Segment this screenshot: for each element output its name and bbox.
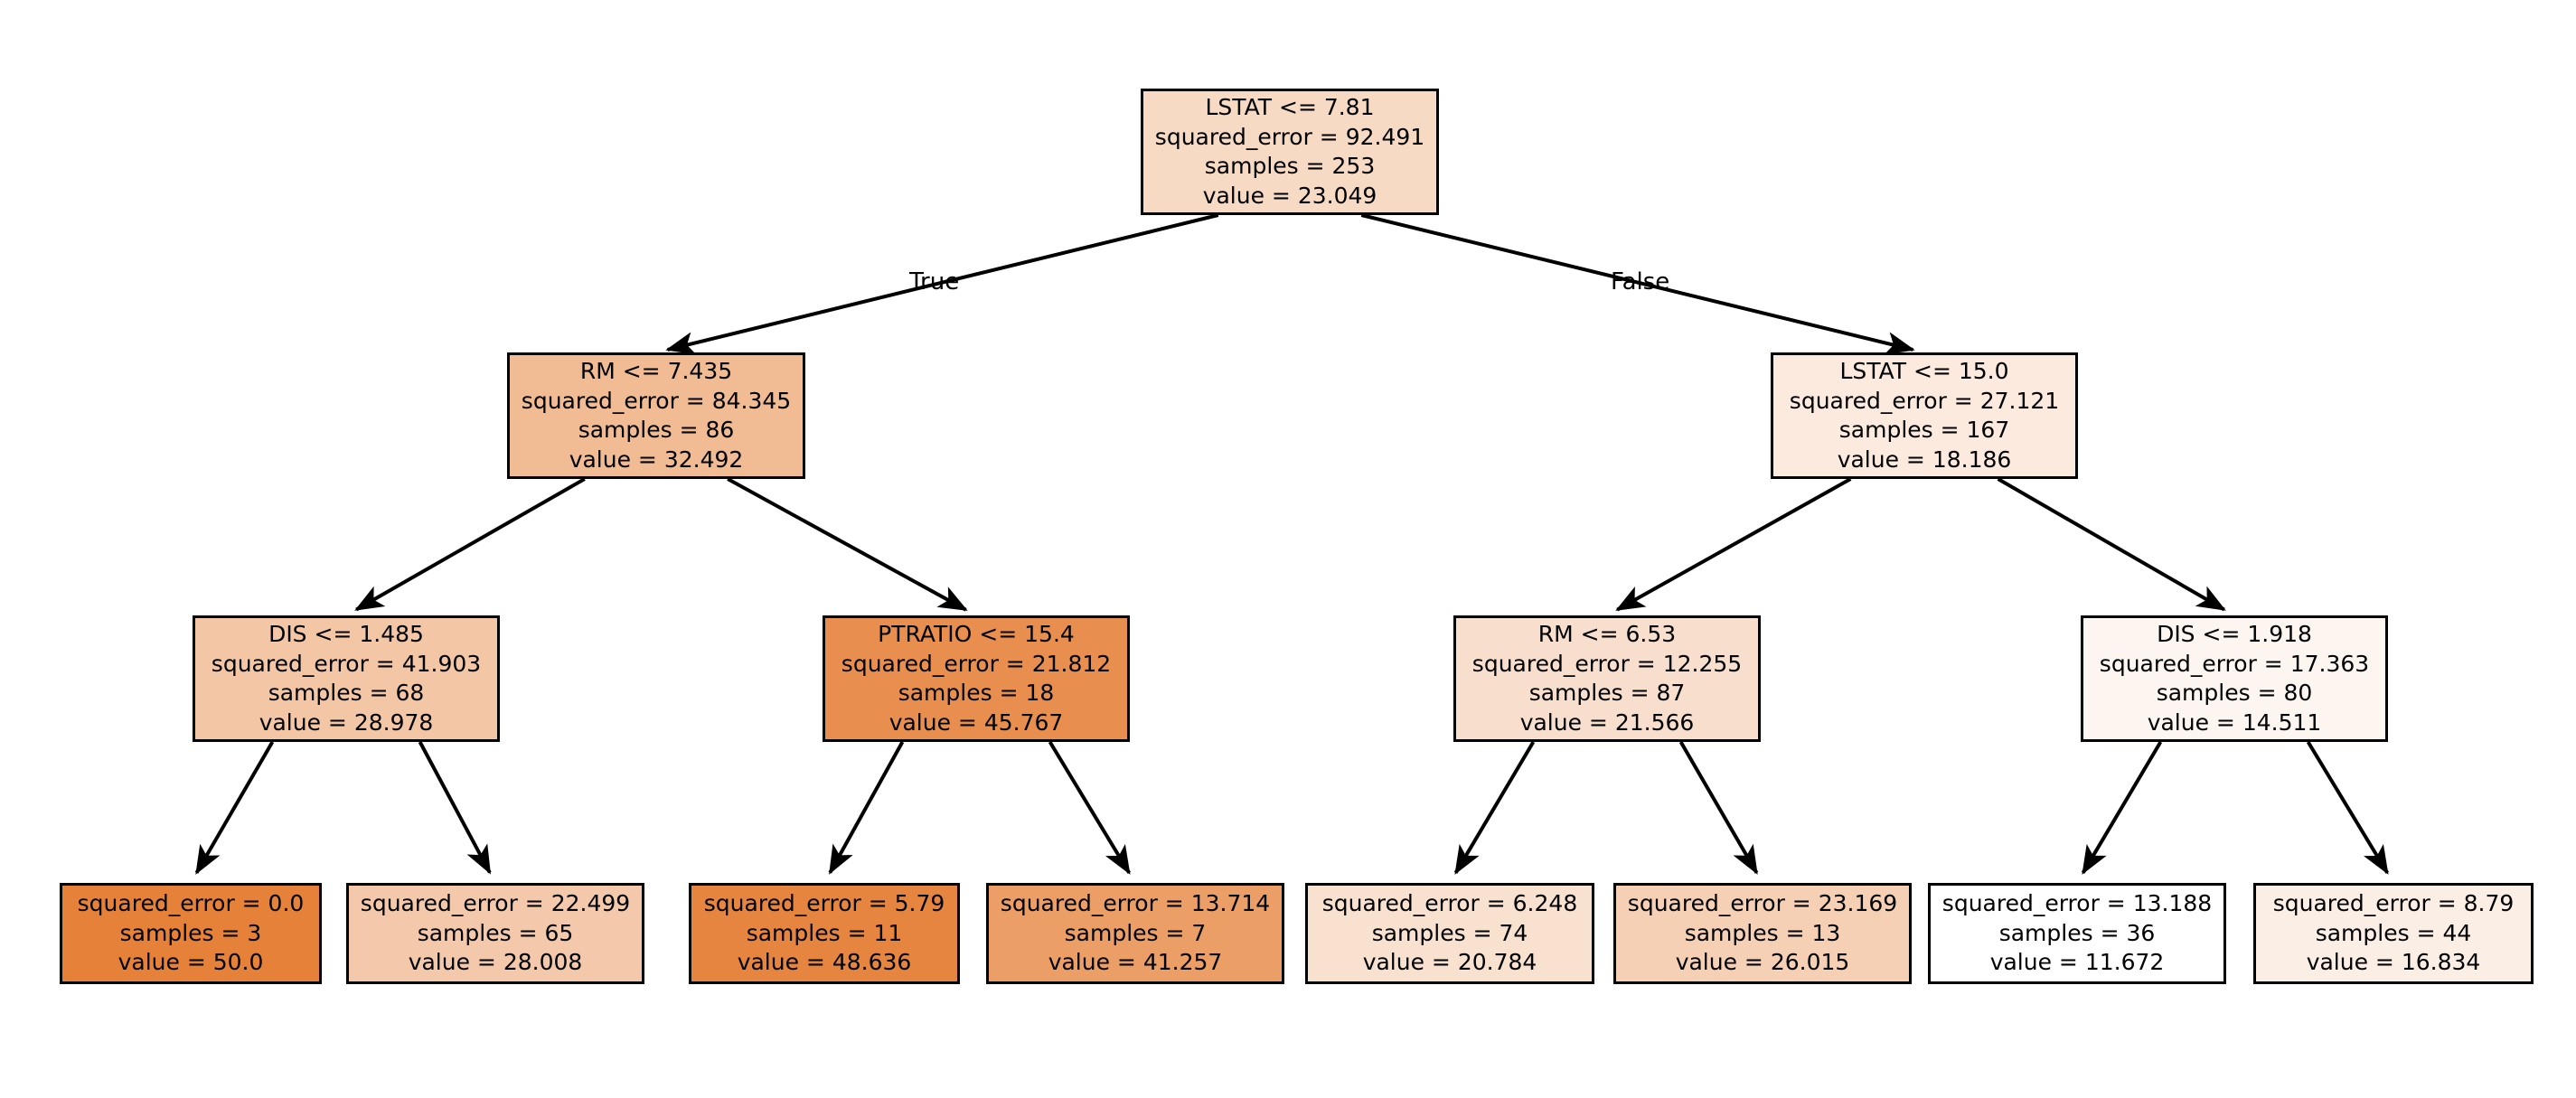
tree-edge	[1048, 740, 1131, 875]
tree-node-squared-error: squared_error = 0.0	[77, 890, 305, 917]
tree-decision-node: DIS <= 1.918 squared_error = 17.363 sample…	[2081, 615, 2388, 742]
tree-decision-node: DIS <= 1.485 squared_error = 41.903 sample…	[193, 615, 500, 742]
tree-node-value: value = 48.636	[737, 949, 912, 976]
tree-node-value: value = 41.257	[1048, 949, 1223, 976]
tree-node-samples: samples = 18	[898, 680, 1055, 706]
tree-node-samples: samples = 11	[746, 919, 903, 946]
tree-node-value: value = 26.015	[1675, 949, 1850, 976]
tree-node-samples: samples = 65	[417, 919, 574, 946]
tree-edge-label-false: False	[1611, 268, 1670, 296]
tree-node-condition: RM <= 6.53	[1537, 621, 1677, 647]
tree-node-samples: samples = 87	[1528, 680, 1686, 706]
tree-node-squared-error: squared_error = 92.491	[1154, 123, 1425, 150]
tree-node-condition: LSTAT <= 15.0	[1839, 358, 2009, 384]
tree-node-condition: DIS <= 1.918	[2157, 621, 2312, 647]
tree-node-samples: samples = 7	[1064, 919, 1207, 946]
tree-node-condition: LSTAT <= 7.81	[1205, 94, 1375, 120]
tree-node-value: value = 11.672	[1989, 949, 2165, 976]
tree-decision-node: LSTAT <= 15.0 squared_error = 27.121 sampl…	[1771, 352, 2078, 479]
tree-node-squared-error: squared_error = 5.79	[703, 890, 945, 917]
tree-decision-node: RM <= 7.435 squared_error = 84.345 samples…	[507, 352, 805, 479]
tree-node-value: value = 16.834	[2306, 949, 2481, 976]
tree-node-samples: samples = 80	[2156, 680, 2313, 706]
tree-decision-node: LSTAT <= 7.81 squared_error = 92.491 sampl…	[1141, 89, 1439, 215]
tree-node-squared-error: squared_error = 12.255	[1471, 650, 1743, 677]
tree-edge	[1678, 740, 1759, 875]
tree-edge	[194, 740, 275, 875]
tree-node-samples: samples = 68	[268, 680, 425, 706]
tree-node-samples: samples = 253	[1204, 153, 1376, 179]
tree-node-value: value = 14.511	[2147, 709, 2322, 736]
tree-node-squared-error: squared_error = 8.79	[2272, 890, 2515, 917]
tree-node-value: value = 28.978	[259, 709, 434, 736]
tree-node-value: value = 28.008	[408, 949, 583, 976]
tree-node-value: value = 32.492	[569, 446, 744, 473]
tree-node-value: value = 50.0	[118, 949, 264, 976]
tree-node-condition: RM <= 7.435	[579, 358, 733, 384]
tree-edge	[1615, 477, 1852, 612]
tree-node-squared-error: squared_error = 21.812	[841, 650, 1112, 677]
tree-node-condition: PTRATIO <= 15.4	[878, 621, 1075, 647]
tree-edge-label-true: True	[909, 268, 960, 296]
tree-decision-node: RM <= 6.53 squared_error = 12.255 samples …	[1453, 615, 1761, 742]
tree-edge	[828, 741, 905, 875]
tree-node-squared-error: squared_error = 13.714	[1000, 890, 1271, 917]
tree-node-squared-error: squared_error = 27.121	[1789, 387, 2060, 414]
tree-node-squared-error: squared_error = 22.499	[360, 890, 631, 917]
tree-node-samples: samples = 44	[2315, 919, 2472, 946]
tree-node-samples: samples = 74	[1371, 919, 1528, 946]
tree-node-squared-error: squared_error = 41.903	[211, 650, 482, 677]
tree-node-value: value = 23.049	[1202, 182, 1377, 209]
tree-edge	[354, 477, 586, 612]
tree-node-squared-error: squared_error = 84.345	[521, 387, 792, 414]
tree-node-condition: DIS <= 1.485	[268, 621, 424, 647]
tree-node-value: value = 21.566	[1519, 709, 1695, 736]
tree-edge	[2081, 740, 2163, 875]
tree-edge	[2306, 740, 2389, 875]
tree-node-samples: samples = 13	[1684, 919, 1841, 946]
tree-edge	[1997, 477, 2226, 612]
tree-node-value: value = 45.767	[888, 709, 1064, 736]
tree-node-samples: samples = 36	[1998, 919, 2156, 946]
tree-node-value: value = 20.784	[1362, 949, 1537, 976]
tree-node-samples: samples = 3	[119, 919, 262, 946]
tree-edge	[727, 477, 968, 612]
tree-edge	[418, 741, 492, 875]
tree-edge	[1453, 740, 1536, 875]
tree-node-squared-error: squared_error = 23.169	[1627, 890, 1898, 917]
tree-node-value: value = 18.186	[1837, 446, 2012, 473]
tree-node-samples: samples = 86	[578, 417, 735, 443]
tree-node-squared-error: squared_error = 6.248	[1321, 890, 1578, 917]
tree-decision-node: PTRATIO <= 15.4 squared_error = 21.812 sam…	[823, 615, 1130, 742]
tree-node-samples: samples = 167	[1838, 417, 2010, 443]
tree-node-squared-error: squared_error = 17.363	[2099, 650, 2370, 677]
tree-node-squared-error: squared_error = 13.188	[1941, 890, 2213, 917]
